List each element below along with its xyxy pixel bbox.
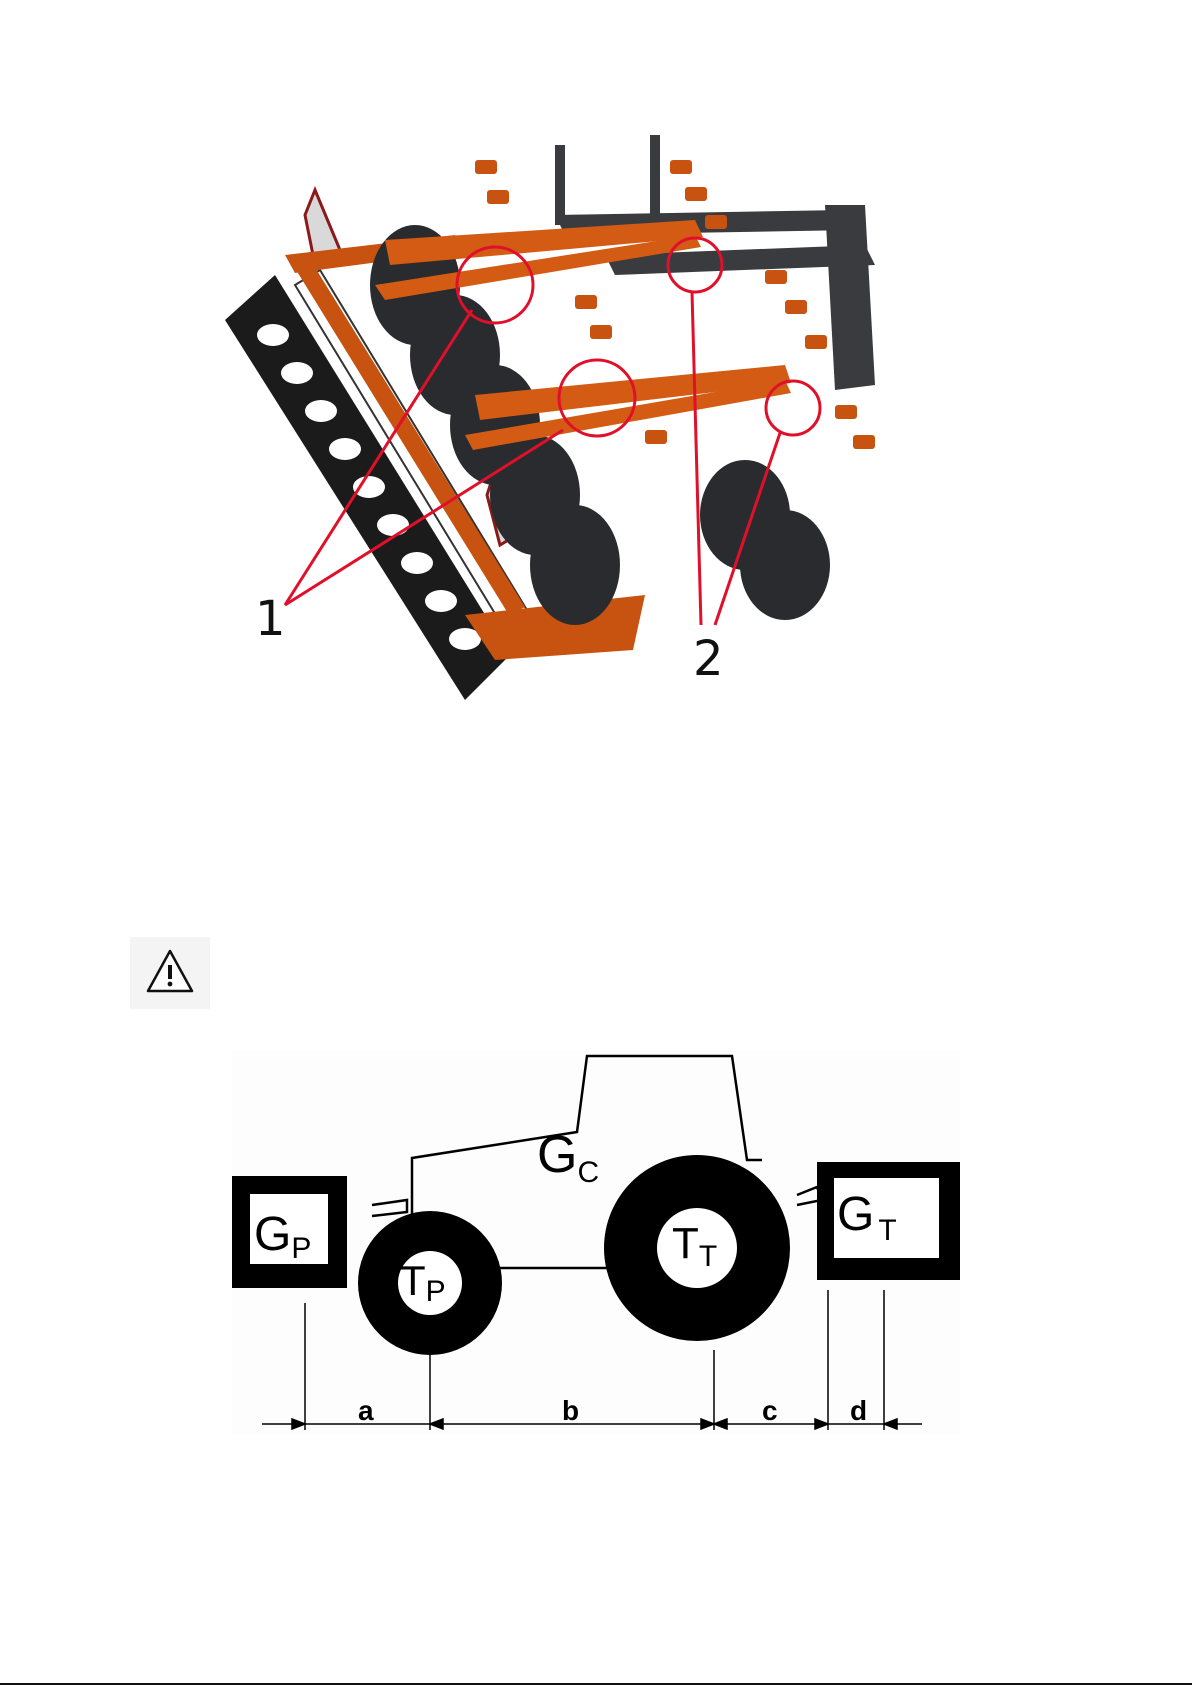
warning-triangle-icon (130, 937, 210, 1009)
front-wheel: TP (358, 1211, 502, 1355)
callout-1: 1 (255, 591, 286, 647)
dimension-b: b (562, 1395, 579, 1426)
callout-2: 2 (693, 631, 724, 687)
front-ballast-box: GP (232, 1176, 347, 1288)
rear-wheel: TT (604, 1155, 790, 1341)
dimension-a: a (358, 1395, 374, 1426)
dimension-c: c (762, 1395, 778, 1426)
dimension-d: d (850, 1395, 867, 1426)
disc-harrow-figure: 1 2 (225, 135, 965, 715)
warning-icon-box (130, 937, 210, 1009)
